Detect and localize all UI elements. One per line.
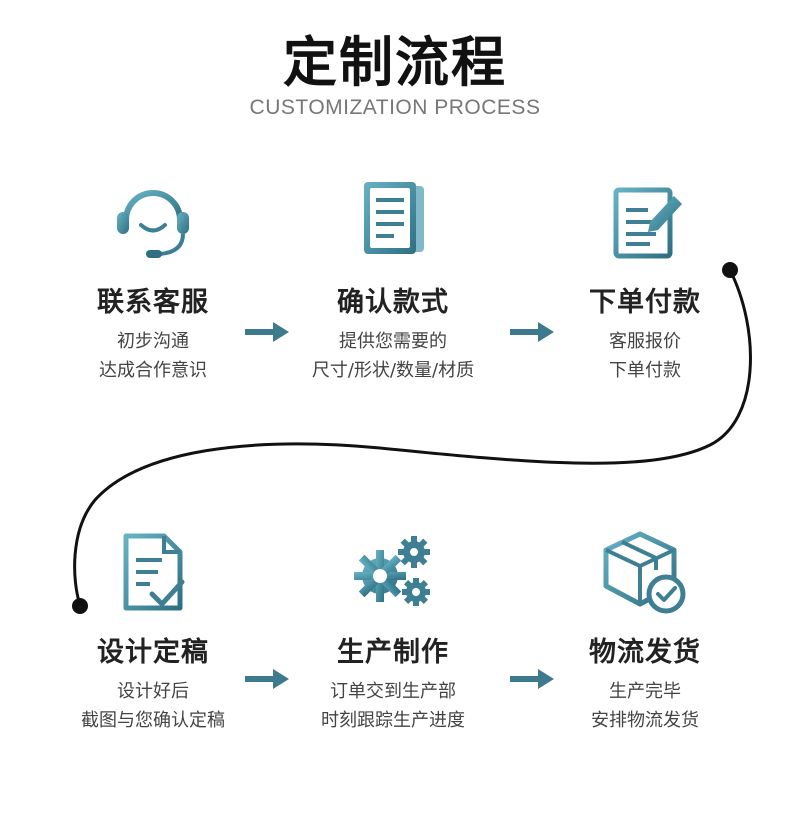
page-subtitle: CUSTOMIZATION PROCESS	[249, 96, 541, 119]
step-production: 生产制作 订单交到生产部 时刻跟踪生产进度	[273, 528, 513, 735]
order-edit-icon	[613, 187, 682, 259]
box-check-icon	[603, 531, 686, 614]
step-desc-line2: 安排物流发货	[591, 710, 699, 731]
step-desc-line2: 截图与您确认定稿	[81, 710, 225, 731]
step-name: 生产制作	[337, 637, 449, 668]
gears-icon	[354, 536, 430, 606]
arrow-right-icon	[245, 669, 289, 689]
arrow-right-icon	[510, 322, 554, 342]
arrow-right-icon	[510, 669, 554, 689]
step-desc-line2: 尺寸/形状/数量/材质	[311, 360, 475, 381]
step-name: 下单付款	[589, 287, 701, 318]
step-name: 联系客服	[97, 287, 209, 318]
step-desc-line1: 订单交到生产部	[330, 681, 456, 702]
step-name: 物流发货	[589, 637, 701, 668]
step-logistics-shipping: 物流发货 生产完毕 安排物流发货	[525, 528, 765, 735]
arrow-right-icon	[245, 322, 289, 342]
step-desc-line2: 达成合作意识	[99, 360, 207, 381]
step-desc-line1: 客服报价	[609, 331, 681, 352]
step-design-finalize: 设计定稿 设计好后 截图与您确认定稿	[33, 528, 273, 735]
step-desc-line2: 下单付款	[609, 360, 681, 381]
step-desc-line1: 提供您需要的	[339, 331, 447, 352]
step-confirm-style: 确认款式 提供您需要的 尺寸/形状/数量/材质	[273, 178, 513, 385]
step-desc-line1: 生产完毕	[609, 681, 681, 702]
curve-end-dot	[72, 598, 88, 614]
document-icon	[364, 182, 424, 254]
page-title: 定制流程	[283, 31, 507, 94]
step-name: 确认款式	[337, 287, 449, 318]
curve-start-dot	[722, 262, 738, 278]
step-contact-service: 联系客服 初步沟通 达成合作意识	[33, 178, 273, 385]
headset-icon	[117, 190, 189, 258]
file-check-icon	[123, 533, 185, 611]
step-order-payment: 下单付款 客服报价 下单付款	[525, 178, 765, 385]
step-desc-line2: 时刻跟踪生产进度	[321, 710, 465, 731]
step-desc-line1: 设计好后	[117, 681, 189, 702]
step-desc-line1: 初步沟通	[117, 331, 189, 352]
step-name: 设计定稿	[97, 637, 209, 668]
